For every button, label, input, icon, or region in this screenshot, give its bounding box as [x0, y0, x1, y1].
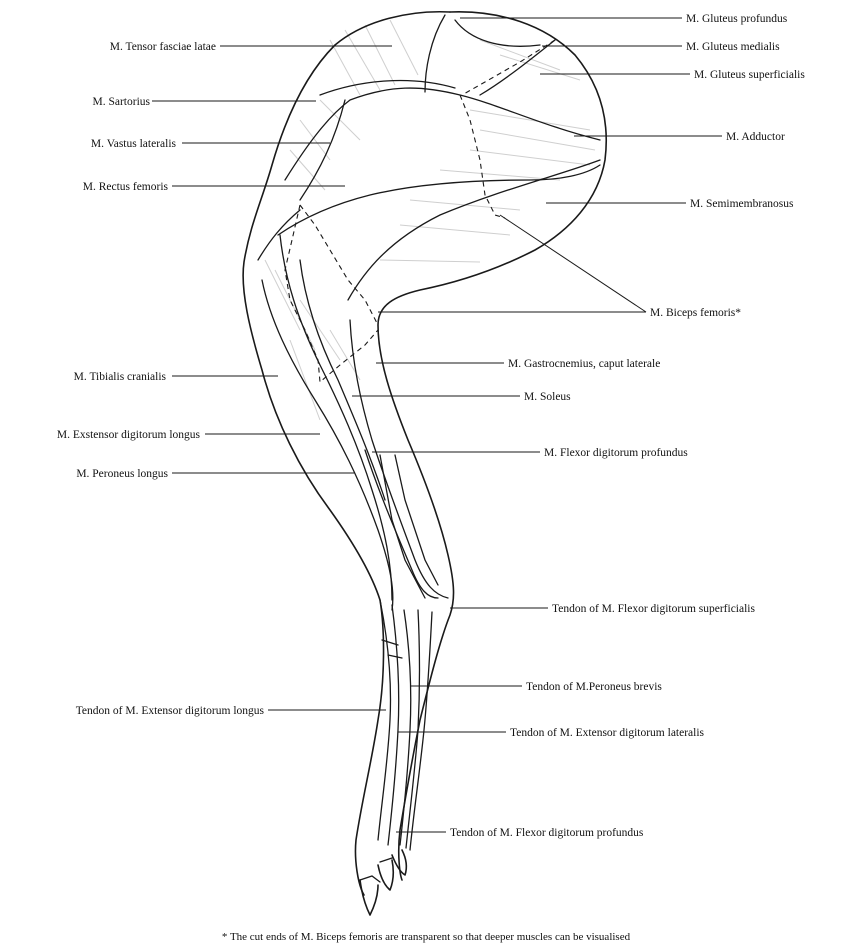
limb-outline-caudal [378, 12, 606, 880]
label-gluteus-profundus: M. Gluteus profundus [686, 13, 788, 25]
limb-outline-cranial [243, 12, 450, 895]
label-extensor-digitorum-longus: M. Exstensor digitorum longus [57, 429, 201, 441]
label-peroneus-longus: M. Peroneus longus [76, 468, 168, 480]
label-adductor: M. Adductor [726, 131, 785, 143]
label-tendon-peroneus-brevis: Tendon of M.Peroneus brevis [526, 681, 662, 693]
label-vastus-lateralis: M. Vastus lateralis [91, 138, 177, 150]
label-tibialis-cranialis: M. Tibialis cranialis [74, 371, 167, 383]
label-tendon-extensor-digitorum-lateralis: Tendon of M. Extensor digitorum laterali… [510, 727, 705, 739]
footnote: * The cut ends of M. Biceps femoris are … [222, 931, 631, 943]
digit-claws [360, 880, 378, 915]
label-tendon-flexor-digitorum-superficialis: Tendon of M. Flexor digitorum superficia… [552, 603, 755, 615]
biceps-femoris-cut-end-distal [285, 205, 378, 382]
label-gluteus-medialis: M. Gluteus medialis [686, 41, 780, 53]
label-tendon-extensor-digitorum-longus: Tendon of M. Extensor digitorum longus [76, 705, 265, 717]
label-biceps-femoris: M. Biceps femoris* [650, 307, 741, 319]
label-rectus-femoris: M. Rectus femoris [83, 181, 169, 193]
tendon-lines [378, 600, 391, 840]
label-sartorius: M. Sartorius [93, 96, 151, 108]
label-gluteus-superficialis: M. Gluteus superficialis [694, 69, 805, 81]
label-semimembranosus: M. Semimembranosus [690, 198, 794, 210]
label-flexor-digitorum-profundus: M. Flexor digitorum profundus [544, 447, 688, 459]
label-gastrocnemius: M. Gastrocnemius, caput laterale [508, 358, 660, 370]
label-tensor-fasciae-latae: M. Tensor fasciae latae [110, 41, 216, 53]
label-soleus: M. Soleus [524, 391, 571, 403]
label-tendon-flexor-digitorum-profundus: Tendon of M. Flexor digitorum profundus [450, 827, 644, 839]
labels: M. Gluteus profundus M. Gluteus medialis… [57, 13, 805, 943]
limb-illustration [243, 12, 606, 915]
